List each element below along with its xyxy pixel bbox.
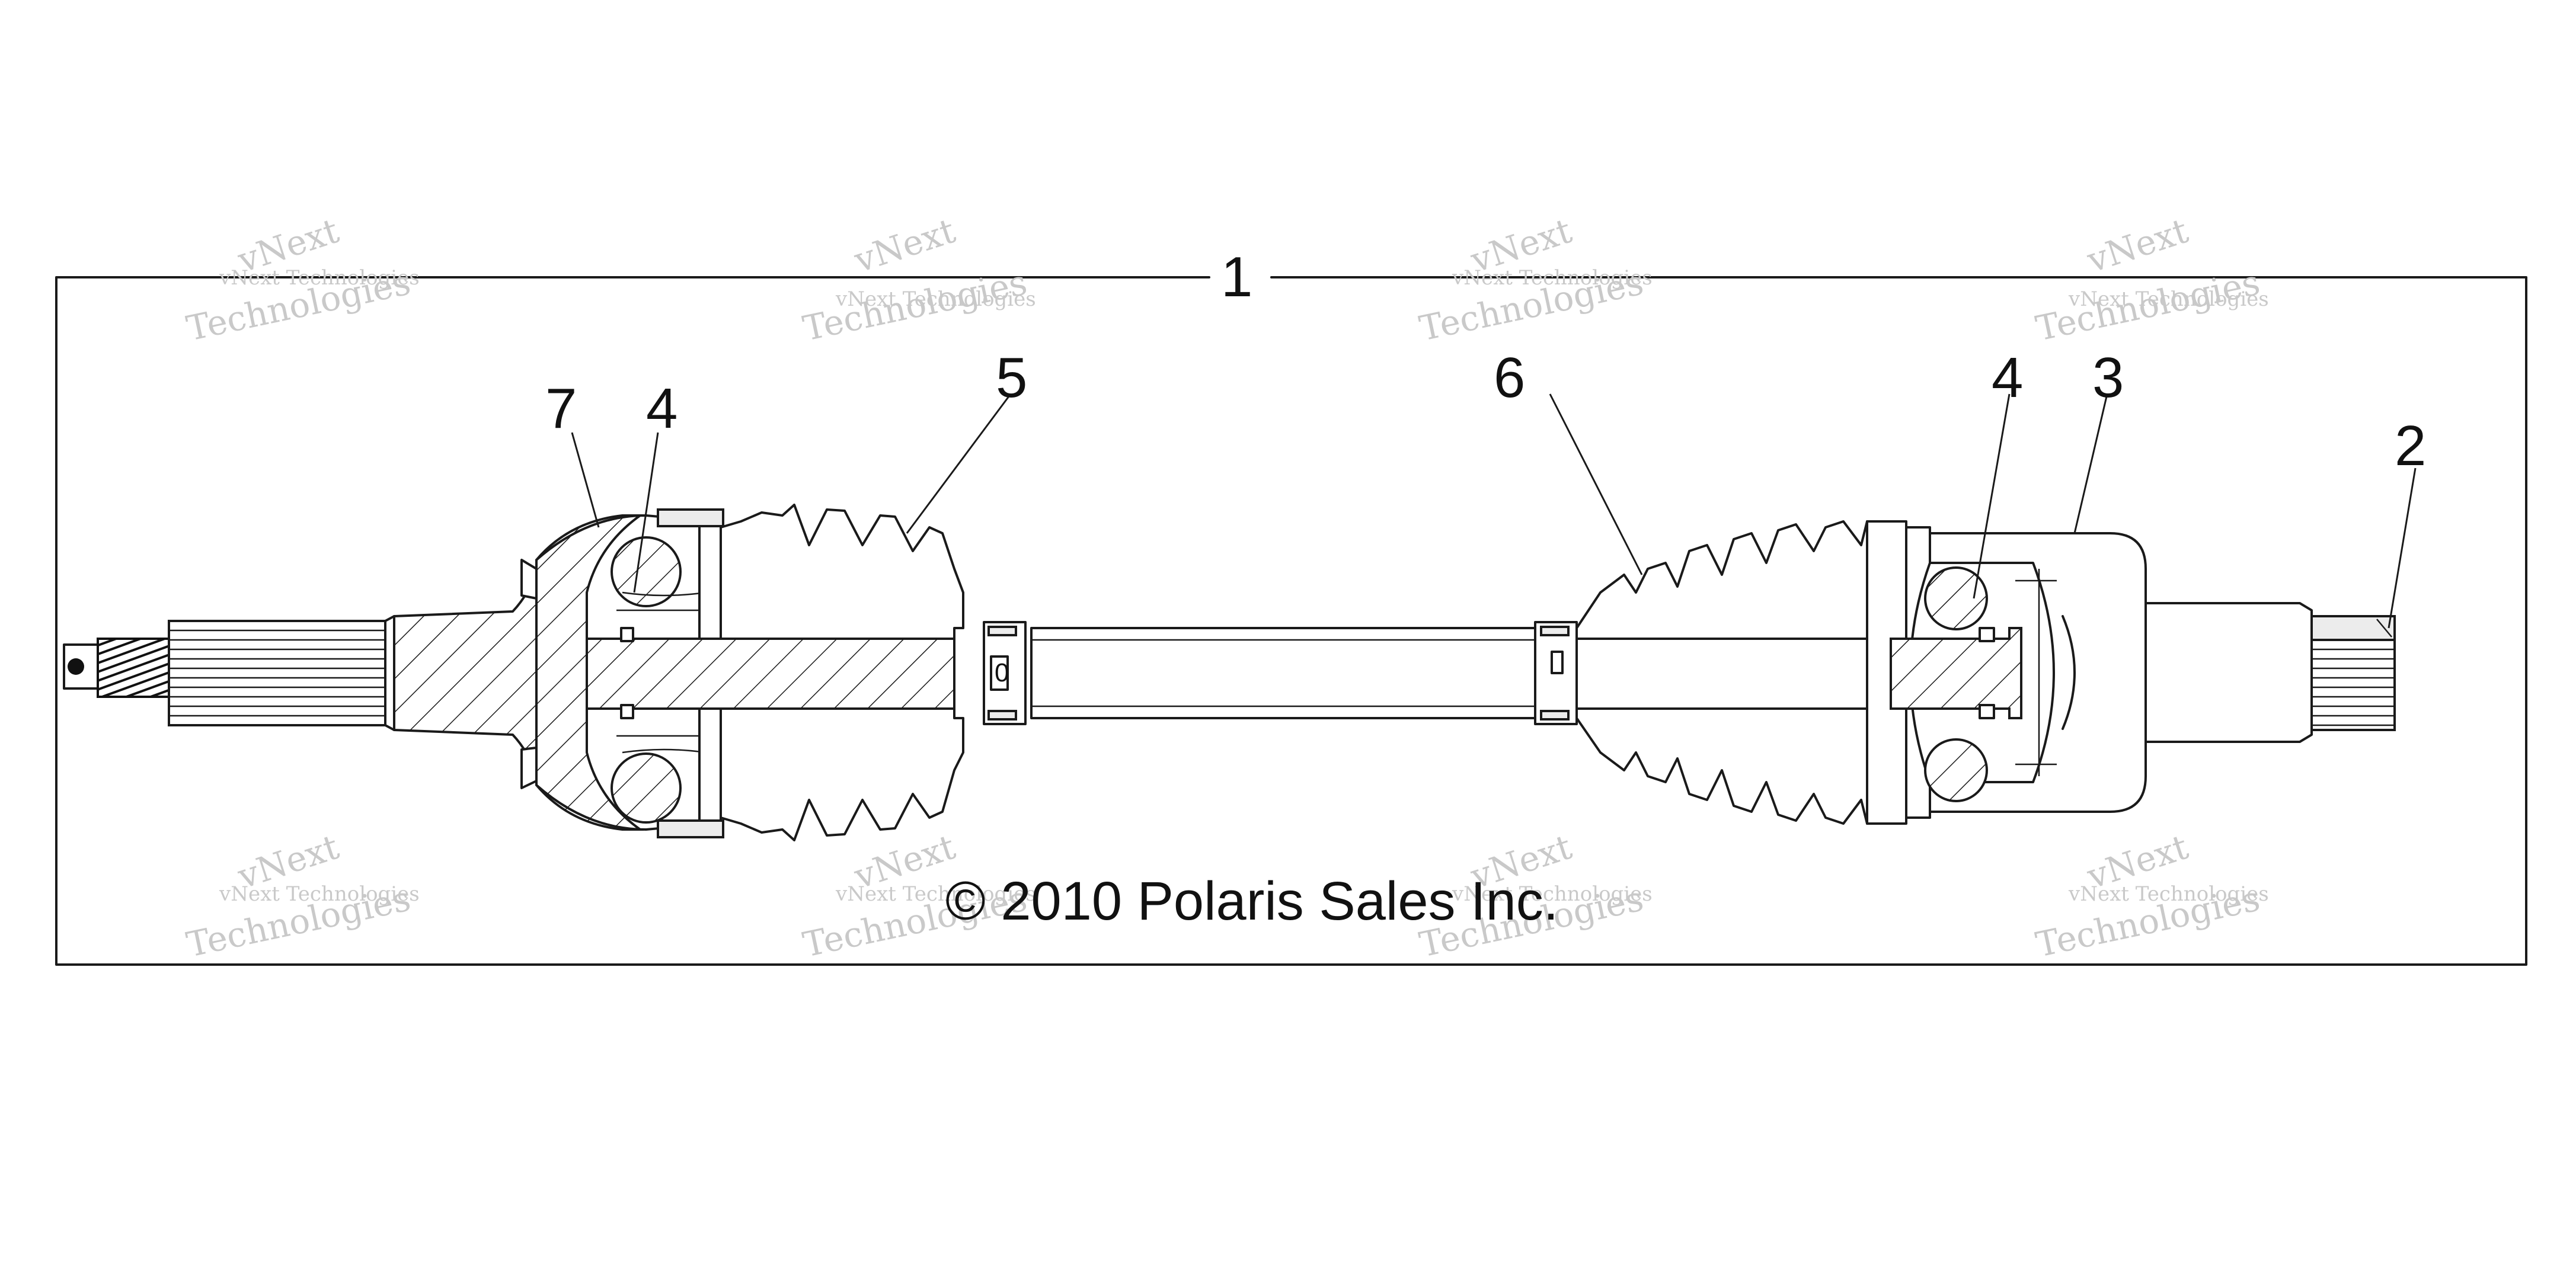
watermark: vNext Technologies vNext Technologies — [2032, 210, 2269, 349]
callout-6: 6 — [1494, 346, 1525, 409]
ball-bearing-top — [611, 536, 682, 607]
outer-housing-neck — [393, 568, 538, 780]
right-cv-joint — [1890, 532, 2396, 813]
threaded-stub — [97, 638, 171, 698]
inner-race-shaft — [586, 638, 955, 710]
callout-4-left: 4 — [646, 377, 677, 440]
callout-labels: 1 2 3 4 4 5 6 7 — [545, 245, 2426, 478]
outboard-spline — [168, 620, 394, 726]
watermark: vNext Technologies vNext Technologies — [800, 210, 1036, 349]
watermark-line: vNext Technologies — [835, 287, 1036, 311]
watermark-line: Technologies — [800, 262, 1031, 348]
callout-7: 7 — [545, 377, 577, 440]
inboard-ball-bottom — [1924, 738, 1988, 802]
callout-4-right: 4 — [1992, 346, 2023, 409]
watermark-line: vNext — [2082, 210, 2193, 281]
bell-housing-section — [535, 514, 644, 831]
watermark: vNext Technologies vNext Technologies — [1416, 210, 1653, 349]
callout-1: 1 — [1221, 245, 1252, 309]
watermark-line: vNext Technologies — [2068, 287, 2269, 311]
ball-bearing-bottom — [611, 752, 682, 824]
watermark-line: vNext Technologies — [219, 266, 420, 290]
assembly-frame — [55, 276, 2527, 966]
watermark-line: Technologies — [2032, 262, 2264, 348]
watermark-line: vNext Technologies — [2068, 882, 2269, 906]
watermark: vNext Technologies vNext Technologies — [2032, 827, 2269, 965]
watermark-line: vNext Technologies — [1452, 266, 1653, 290]
leader-lines — [571, 393, 2417, 629]
cotter-pin-hole — [68, 658, 84, 675]
watermark-line: vNext Technologies — [219, 882, 420, 906]
svg-text:0: 0 — [995, 658, 1009, 687]
watermark-line: vNext — [849, 210, 960, 281]
watermark: vNext Technologies vNext Technologies — [183, 210, 420, 349]
watermark: vNext Technologies vNext Technologies — [183, 827, 420, 965]
outboard-boot: 0 — [720, 504, 1027, 841]
watermark-line: vNext Technologies — [835, 882, 1036, 906]
center-shaft — [1030, 627, 1536, 719]
inboard-boot — [1534, 520, 1931, 825]
watermark-line: vNext Technologies — [1452, 882, 1653, 906]
inboard-ball-top — [1924, 566, 1988, 630]
callout-2: 2 — [2395, 414, 2426, 478]
left-cv-joint — [63, 508, 955, 838]
inboard-spider — [1890, 627, 2022, 719]
copyright-notice: © 2010 Polaris Sales Inc. — [945, 871, 1558, 931]
inboard-neck — [2144, 602, 2313, 743]
callout-5: 5 — [996, 346, 1027, 409]
callout-3: 3 — [2092, 346, 2124, 409]
